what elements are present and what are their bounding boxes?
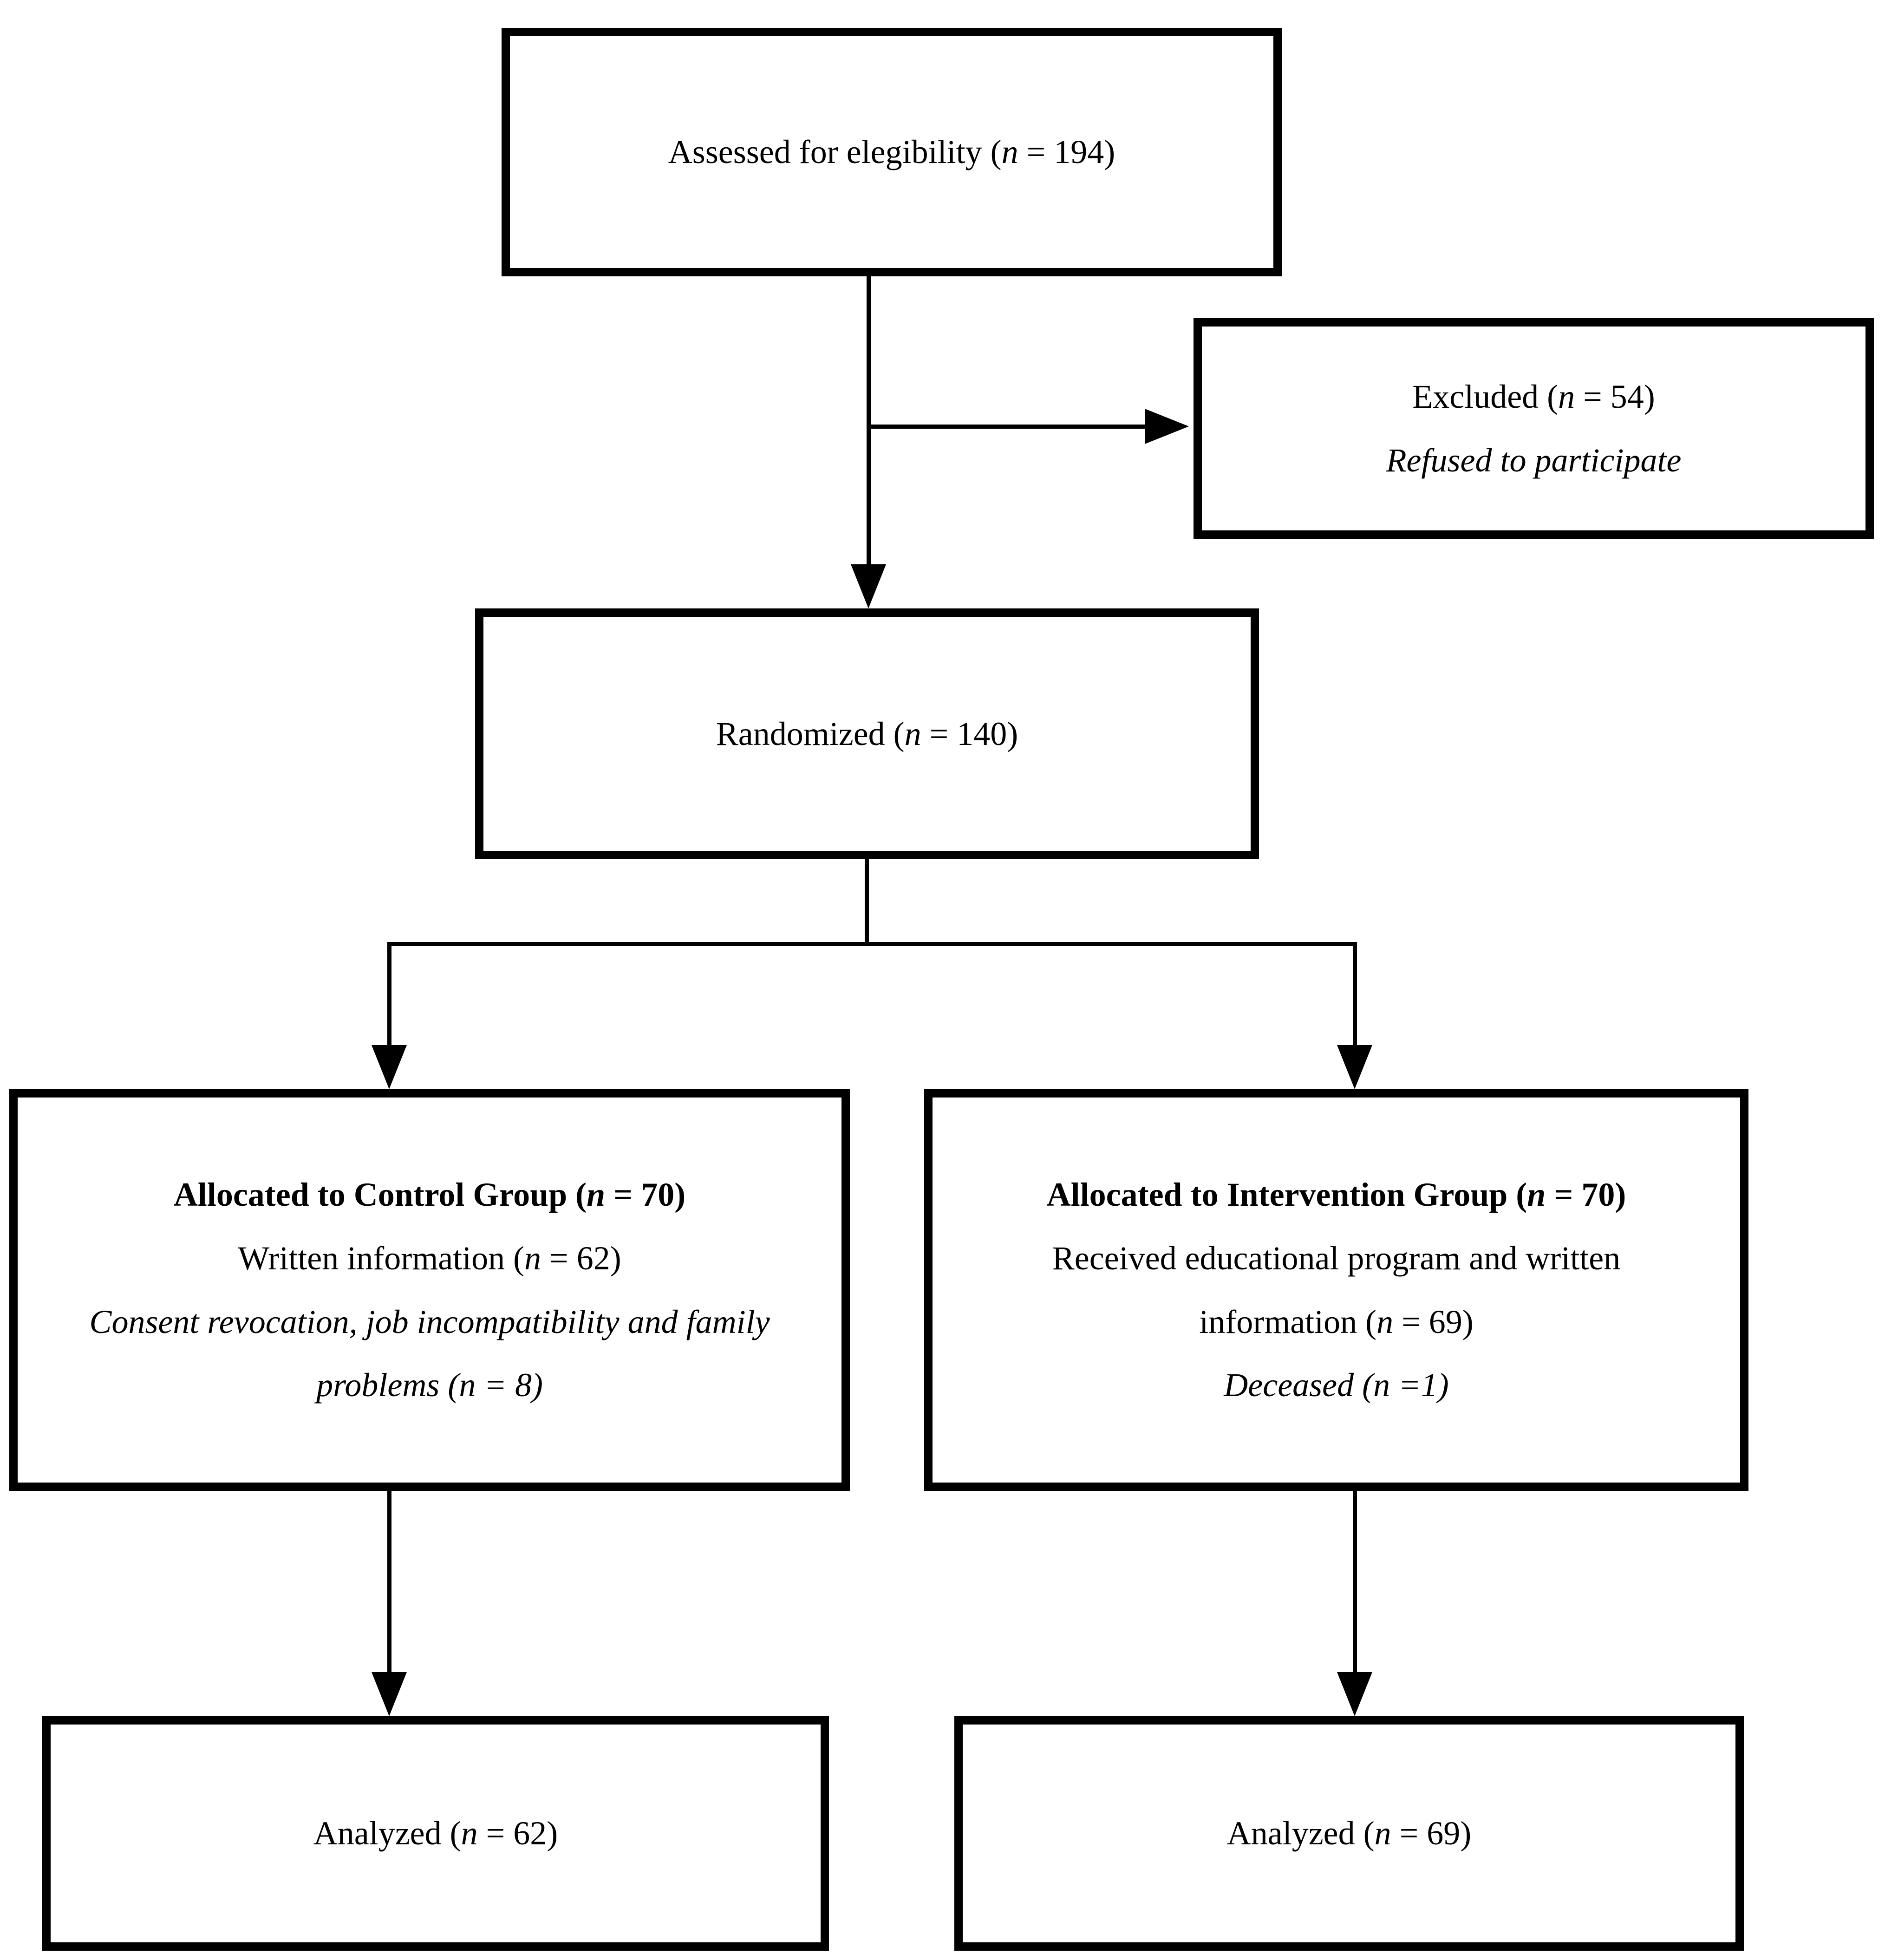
- label-text: = 70): [605, 1176, 686, 1213]
- label-text: Excluded (: [1412, 378, 1559, 415]
- n-variable: n: [1374, 1815, 1391, 1852]
- label-text: = 140): [921, 715, 1018, 752]
- label-text: = 62): [477, 1815, 558, 1852]
- arrowhead-into-analyzed-intervention: [1337, 1672, 1372, 1716]
- n-variable: n: [461, 1815, 478, 1852]
- connector-intervention-drop: [1353, 942, 1357, 1045]
- arrowhead-into-randomized: [851, 564, 886, 608]
- connector-control-analyzed: [387, 1491, 391, 1672]
- label-text: = 69): [1393, 1303, 1474, 1340]
- label-text: = 69): [1391, 1815, 1472, 1852]
- label-text: = 70): [1546, 1176, 1626, 1213]
- intervention-group-title: Allocated to Intervention Group (n = 70): [1047, 1163, 1626, 1227]
- label-text: Assessed for elegibility (: [668, 133, 1002, 171]
- control-group-title: Allocated to Control Group (n = 70): [174, 1163, 685, 1227]
- control-group-losses-label: Consent revocation, job incompatibility …: [89, 1303, 770, 1404]
- randomized-label: Randomized (n = 140): [716, 702, 1018, 766]
- label-text: = 194): [1018, 133, 1115, 171]
- connector-intervention-analyzed: [1353, 1491, 1357, 1672]
- box-control-group: Allocated to Control Group (n = 70) Writ…: [9, 1089, 850, 1491]
- n-variable: n: [1001, 133, 1018, 171]
- assessed-label: Assessed for elegibility (n = 194): [668, 120, 1115, 184]
- box-randomized: Randomized (n = 140): [475, 608, 1259, 859]
- excluded-reason-label: Refused to participate: [1386, 441, 1682, 479]
- n-variable: n: [587, 1176, 606, 1213]
- analyzed-intervention-label: Analyzed (n = 69): [1227, 1802, 1471, 1865]
- analyzed-control-label: Analyzed (n = 62): [313, 1802, 558, 1865]
- arrowhead-into-analyzed-control: [372, 1672, 407, 1716]
- n-variable: n: [1376, 1303, 1394, 1340]
- n-variable: n: [1527, 1176, 1546, 1213]
- arrowhead-into-control: [372, 1045, 407, 1089]
- n-variable: n: [1558, 378, 1575, 415]
- intervention-group-losses-label: Deceased (n =1): [1224, 1366, 1449, 1404]
- box-analyzed-intervention: Analyzed (n = 69): [954, 1716, 1744, 1951]
- intervention-group-received-label: Received educational program and written…: [974, 1227, 1698, 1354]
- box-intervention-group: Allocated to Intervention Group (n = 70)…: [924, 1089, 1748, 1491]
- n-variable: n: [904, 715, 921, 752]
- arrowhead-into-intervention: [1337, 1045, 1372, 1089]
- connector-randomized-stem: [865, 859, 869, 944]
- connector-allocation-branch: [387, 942, 1357, 946]
- arrowhead-into-excluded: [1145, 409, 1189, 444]
- label-text: Received educational program and written…: [1052, 1239, 1621, 1340]
- label-text: Allocated to Intervention Group (: [1046, 1176, 1527, 1213]
- label-text: Analyzed (: [313, 1815, 461, 1852]
- n-variable: n: [524, 1239, 541, 1277]
- box-analyzed-control: Analyzed (n = 62): [42, 1716, 829, 1951]
- label-text: Randomized (: [716, 715, 905, 752]
- label-text: Written information (: [238, 1239, 525, 1277]
- excluded-count-label: Excluded (n = 54): [1412, 365, 1655, 429]
- box-excluded: Excluded (n = 54) Refused to participate: [1194, 318, 1874, 539]
- connector-control-drop: [387, 942, 391, 1045]
- label-text: Analyzed (: [1226, 1815, 1375, 1852]
- connector-assessed-randomized: [867, 276, 871, 567]
- label-text: = 54): [1575, 378, 1655, 415]
- control-group-received-label: Written information (n = 62): [238, 1227, 621, 1290]
- connector-excluded-branch: [867, 425, 1145, 429]
- box-assessed: Assessed for elegibility (n = 194): [502, 28, 1282, 276]
- label-text: Allocated to Control Group (: [173, 1176, 587, 1213]
- label-text: = 62): [541, 1239, 621, 1277]
